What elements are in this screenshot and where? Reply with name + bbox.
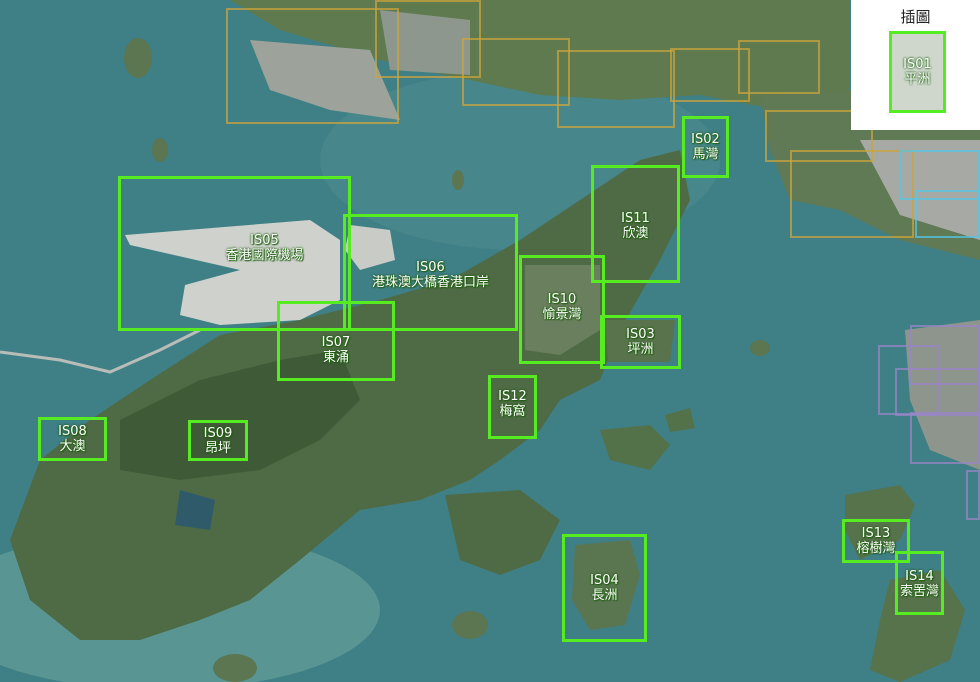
zone-name: 坪洲 — [627, 342, 654, 357]
zone-code: IS08 — [58, 424, 87, 439]
zone-name: 索罟灣 — [899, 584, 939, 600]
zone-name: 大澳 — [59, 439, 86, 454]
zone-name: 港珠澳大橋香港口岸 — [371, 274, 489, 290]
context-box — [900, 150, 980, 200]
context-box — [226, 8, 399, 124]
zone-is01-ping-chau[interactable]: IS01 平洲 — [889, 31, 946, 113]
zone-name: 欣澳 — [622, 226, 649, 242]
zone-name: 東涌 — [322, 349, 349, 365]
zone-name: 昂坪 — [204, 440, 231, 456]
zone-code: IS03 — [626, 327, 655, 342]
zone-code: IS13 — [861, 526, 891, 541]
zone-name: 平洲 — [904, 72, 931, 87]
zone-code: IS11 — [621, 211, 650, 227]
inset-panel: 插圖 IS01 平洲 — [851, 0, 980, 130]
zone-code: IS02 — [691, 132, 720, 147]
context-box — [966, 470, 980, 520]
context-box — [557, 50, 675, 128]
zone-name: 長洲 — [591, 588, 618, 603]
context-box — [765, 110, 873, 162]
context-box — [915, 190, 980, 238]
zone-code: IS07 — [321, 334, 351, 350]
zone-code: IS04 — [590, 573, 619, 588]
context-box — [790, 150, 914, 238]
context-box — [738, 40, 820, 94]
zone-code: IS05 — [250, 232, 279, 248]
zone-code: IS12 — [498, 388, 527, 404]
context-box — [895, 368, 980, 416]
zone-code: IS14 — [905, 569, 934, 585]
context-box — [910, 412, 980, 464]
inset-title: 插圖 — [900, 8, 931, 26]
zone-code: IS10 — [547, 292, 577, 308]
zone-name: 愉景灣 — [542, 307, 582, 323]
zone-name: 馬灣 — [692, 147, 719, 162]
context-box — [670, 48, 750, 102]
zone-code: IS01 — [903, 57, 932, 72]
zone-name: 梅窩 — [499, 403, 526, 419]
zone-name: 香港國際機場 — [225, 247, 304, 263]
zone-name: 榕樹灣 — [856, 541, 896, 556]
context-box — [462, 38, 570, 106]
context-box — [910, 325, 980, 385]
zone-code: IS09 — [203, 425, 233, 441]
zone-code: IS06 — [416, 259, 445, 275]
